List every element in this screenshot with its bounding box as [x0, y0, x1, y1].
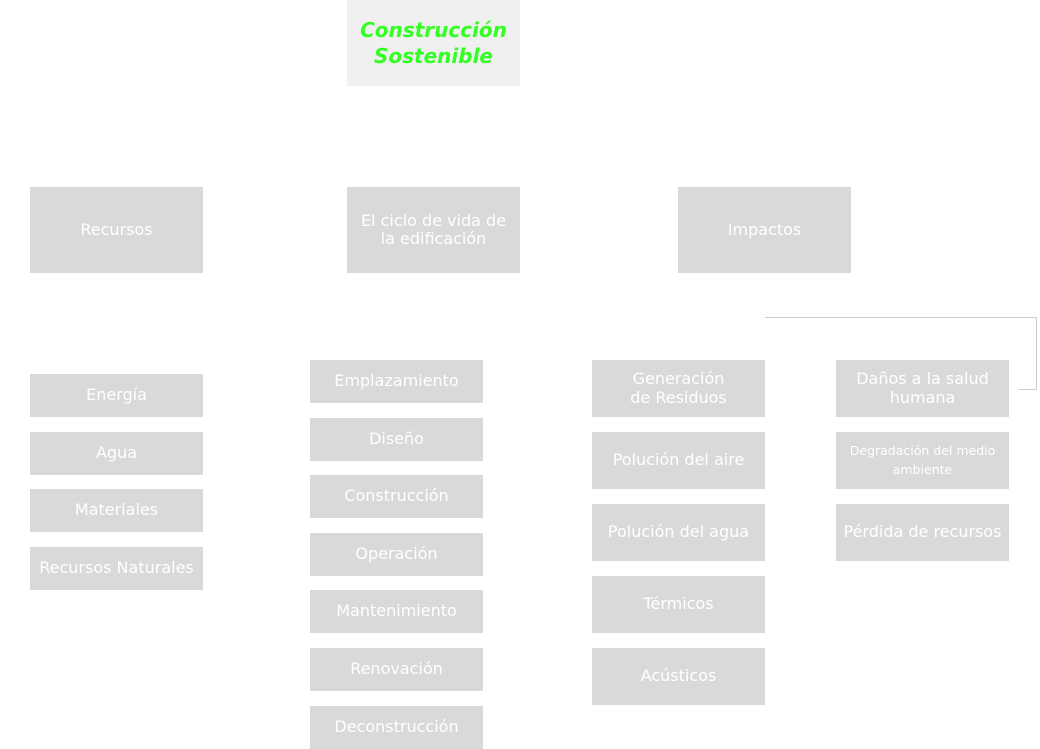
root-node: Construcción Sostenible — [347, 0, 520, 86]
impactos-item: Térmicos — [592, 576, 765, 633]
ciclo-item: Emplazamiento — [310, 360, 483, 403]
ciclo-item: Deconstrucción — [310, 706, 483, 749]
ciclo-item: Operación — [310, 533, 483, 576]
recursos-item: Agua — [30, 432, 203, 475]
ciclo-item: Mantenimiento — [310, 590, 483, 633]
root-title-line1: Construcción — [360, 18, 507, 42]
impactos-item: Daños a la salud humana — [836, 360, 1009, 417]
recursos-item: Recursos Naturales — [30, 547, 203, 590]
category-ciclo-de-vida: El ciclo de vida de la edificación — [347, 187, 520, 273]
ciclo-item: Diseño — [310, 418, 483, 461]
impactos-item: Polución del aire — [592, 432, 765, 489]
impactos-item: Polución del agua — [592, 504, 765, 561]
connector-vertical — [1036, 317, 1037, 389]
recursos-item: Materiales — [30, 489, 203, 532]
category-recursos: Recursos — [30, 187, 203, 273]
root-title-line2: Sostenible — [373, 44, 493, 68]
impactos-item: Acústicos — [592, 648, 765, 705]
recursos-item: Energía — [30, 374, 203, 417]
category-impactos: Impactos — [678, 187, 851, 273]
connector-horizontal — [765, 317, 1037, 318]
ciclo-item: Construcción — [310, 475, 483, 518]
connector-stub — [1019, 389, 1037, 390]
ciclo-item: Renovación — [310, 648, 483, 691]
impactos-item: Degradación del medio ambiente — [836, 432, 1009, 489]
impactos-item: Generación de Residuos — [592, 360, 765, 417]
impactos-item: Pérdida de recursos — [836, 504, 1009, 561]
